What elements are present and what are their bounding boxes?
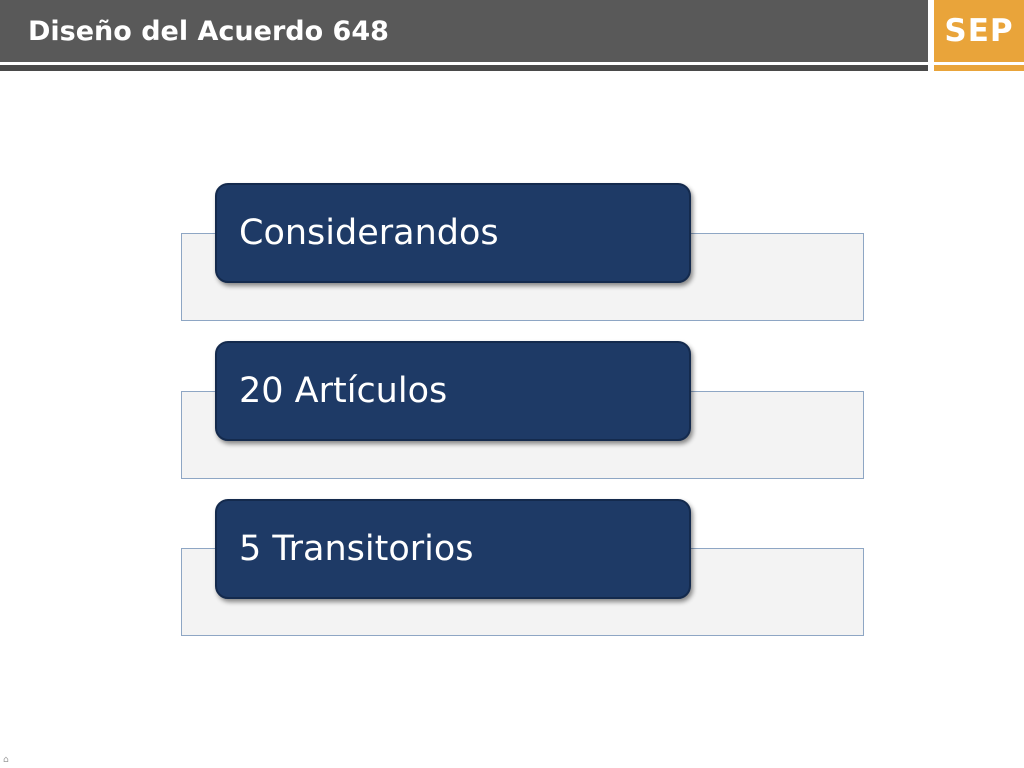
sep-logo: SEP: [934, 0, 1024, 62]
header-divider-dark: [0, 65, 928, 71]
item-label: 20 Artículos: [239, 371, 448, 411]
logo-divider-orange: [934, 65, 1024, 71]
header-divider-light: [0, 62, 928, 65]
item-box-2: 20 Artículos: [215, 341, 691, 441]
logo-text: SEP: [944, 13, 1014, 49]
home-icon: ⌂: [3, 755, 9, 765]
item-label: Considerandos: [239, 213, 499, 253]
item-label: 5 Transitorios: [239, 529, 474, 569]
item-box-3: 5 Transitorios: [215, 499, 691, 599]
header-bar: Diseño del Acuerdo 648: [0, 0, 928, 62]
item-box-1: Considerandos: [215, 183, 691, 283]
slide-title: Diseño del Acuerdo 648: [28, 16, 389, 47]
logo-divider-light: [934, 62, 1024, 65]
